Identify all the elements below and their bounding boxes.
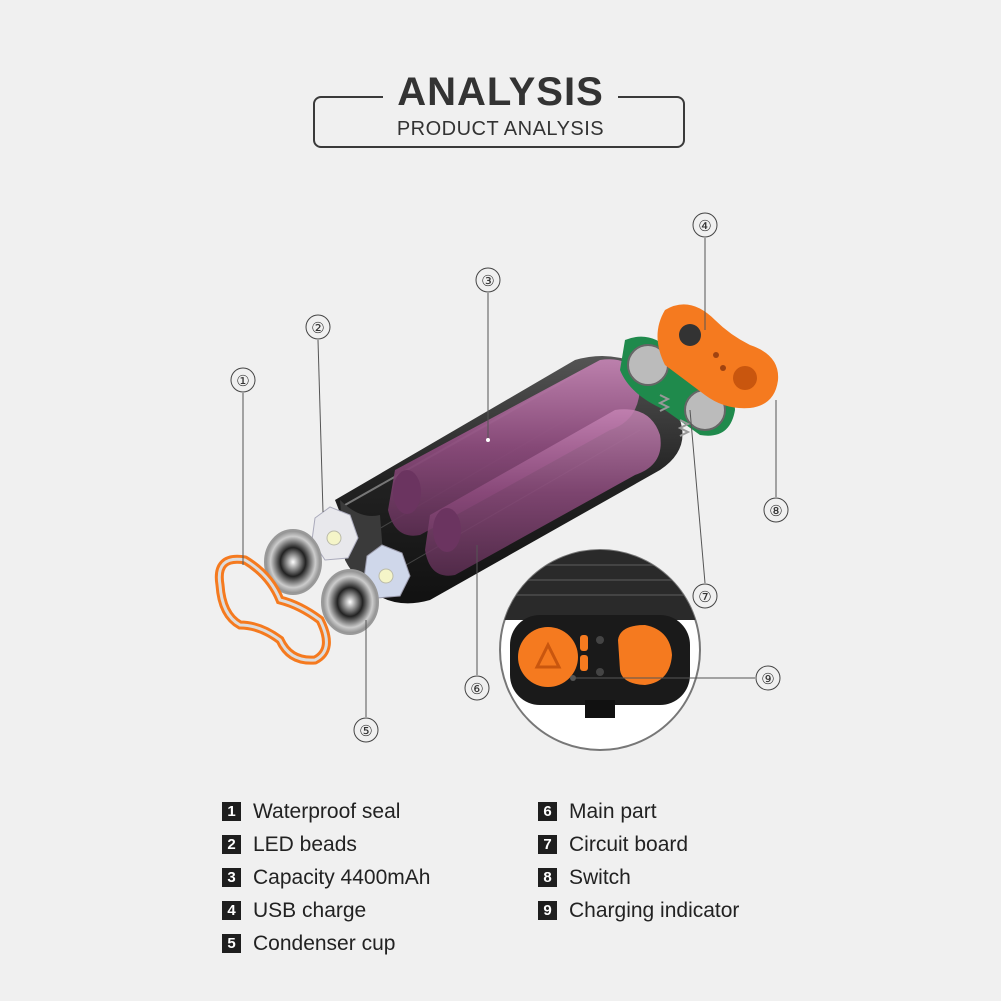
legend-label: Circuit board (569, 832, 689, 856)
callout-5-label: ⑤ (359, 722, 372, 740)
callout-4-label: ④ (698, 217, 711, 235)
legend-item: 4 USB charge (222, 894, 430, 927)
callout-lines (242, 238, 777, 717)
legend-label: LED beads (253, 832, 357, 856)
led-beads (311, 506, 411, 599)
callout-6 (464, 675, 490, 701)
legend-item: 7 Circuit board (538, 828, 739, 861)
legend-item: 5 Condenser cup (222, 927, 430, 960)
legend-item: 1 Waterproof seal (222, 795, 430, 828)
callout-1 (230, 367, 256, 393)
callout-9-label: ⑨ (761, 670, 774, 688)
legend-item: 9 Charging indicator (538, 894, 739, 927)
legend-number: 2 (222, 835, 241, 854)
legend-number: 7 (538, 835, 557, 854)
condenser-cups (264, 529, 379, 635)
zoom-detail (499, 549, 701, 751)
battery-cells (388, 359, 661, 576)
callout-8 (763, 497, 789, 523)
callout-5 (353, 717, 379, 743)
callout-4 (692, 212, 718, 238)
legend-left: 1 Waterproof seal 2 LED beads 3 Capacity 44… (222, 795, 430, 960)
callout-3-label: ③ (481, 272, 494, 290)
legend-label: Condenser cup (253, 931, 396, 955)
switch-button-icon (518, 627, 578, 687)
legend-label: USB charge (253, 898, 367, 922)
legend-item: 8 Switch (538, 861, 739, 894)
waterproof-seal (214, 554, 331, 665)
legend-number: 8 (538, 868, 557, 887)
legend-item: 2 LED beads (222, 828, 430, 861)
callout-1-label: ① (236, 372, 249, 390)
legend-number: 5 (222, 934, 241, 953)
callout-2-label: ② (311, 319, 324, 337)
legend-number: 4 (222, 901, 241, 920)
legend-label: Main part (569, 799, 657, 823)
legend-number: 1 (222, 802, 241, 821)
legend-number: 3 (222, 868, 241, 887)
legend-label: Charging indicator (569, 898, 740, 922)
switch-seal (657, 304, 779, 409)
callout-7-label: ⑦ (698, 588, 711, 606)
callout-2 (305, 314, 331, 340)
legend-label: Switch (569, 865, 631, 889)
legend-item: 3 Capacity 4400mAh (222, 861, 430, 894)
callout-3 (475, 267, 501, 293)
callout-9 (755, 665, 781, 691)
usb-cover-icon (618, 625, 672, 685)
legend-number: 6 (538, 802, 557, 821)
legend-item: 6 Main part (538, 795, 739, 828)
page-title: ANALYSIS (0, 70, 1001, 115)
legend-right: 6 Main part 7 Circuit board 8 Switch 9 Charg… (538, 795, 739, 927)
page-subtitle: PRODUCT ANALYSIS (396, 118, 605, 140)
callout-6-label: ⑥ (470, 680, 483, 698)
callout-markers: ① ② ③ ④ ⑤ ⑥ ⑦ ⑧ ⑨ (230, 212, 789, 743)
legend-number: 9 (538, 901, 557, 920)
legend-label: Capacity 4400mAh (253, 865, 431, 889)
callout-8-label: ⑧ (769, 502, 782, 520)
legend-label: Waterproof seal (253, 799, 401, 823)
callout-7 (692, 583, 718, 609)
